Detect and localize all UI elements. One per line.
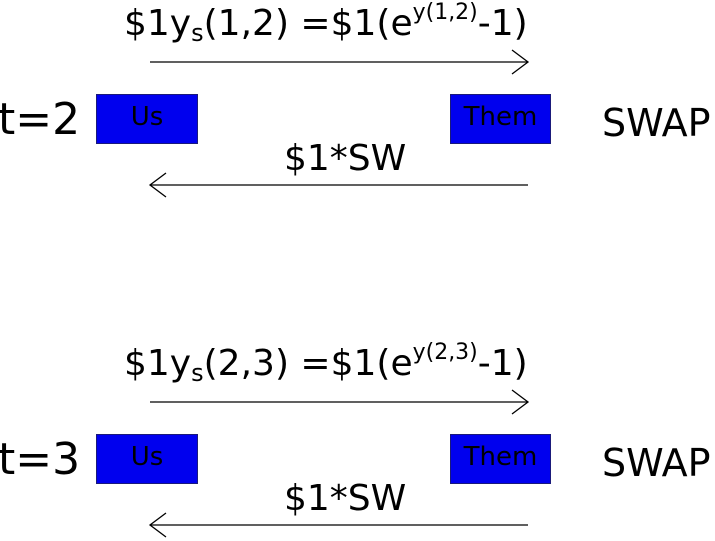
return-payment-label: $1*SW [284, 138, 407, 179]
them-box: Them [450, 434, 551, 484]
swap-panel-t2: $1ys(1,2) =$1(ey(1,2)-1) t=2 Us Them SWA… [0, 0, 715, 200]
swap-label: SWAP [602, 101, 711, 145]
us-box: Us [96, 94, 198, 144]
formula-exponent: y(1,2) [412, 0, 478, 25]
formula-subscript: s [191, 359, 204, 387]
return-payment-label: $1*SW [284, 478, 407, 519]
arrow-us-to-them [150, 389, 530, 415]
formula-args: (2,3) =$1(e [203, 343, 413, 384]
arrow-them-to-us [148, 512, 528, 538]
formula-exponent: y(2,3) [412, 340, 478, 365]
formula-subscript: s [191, 19, 204, 47]
them-box: Them [450, 94, 551, 144]
arrow-us-to-them [150, 49, 530, 75]
arrow-them-to-us [148, 172, 528, 198]
time-label: t=2 [0, 94, 81, 145]
formula-suffix: -1) [477, 3, 528, 44]
payment-formula: $1ys(1,2) =$1(ey(1,2)-1) [124, 2, 528, 46]
formula-suffix: -1) [477, 343, 528, 384]
formula-prefix: $1y [124, 343, 192, 384]
us-box: Us [96, 434, 198, 484]
formula-args: (1,2) =$1(e [203, 3, 413, 44]
time-label: t=3 [0, 434, 81, 485]
swap-panel-t3: $1ys(2,3) =$1(ey(2,3)-1) t=3 Us Them SWA… [0, 340, 715, 540]
payment-formula: $1ys(2,3) =$1(ey(2,3)-1) [124, 342, 528, 386]
swap-label: SWAP [602, 441, 711, 485]
formula-prefix: $1y [124, 3, 192, 44]
